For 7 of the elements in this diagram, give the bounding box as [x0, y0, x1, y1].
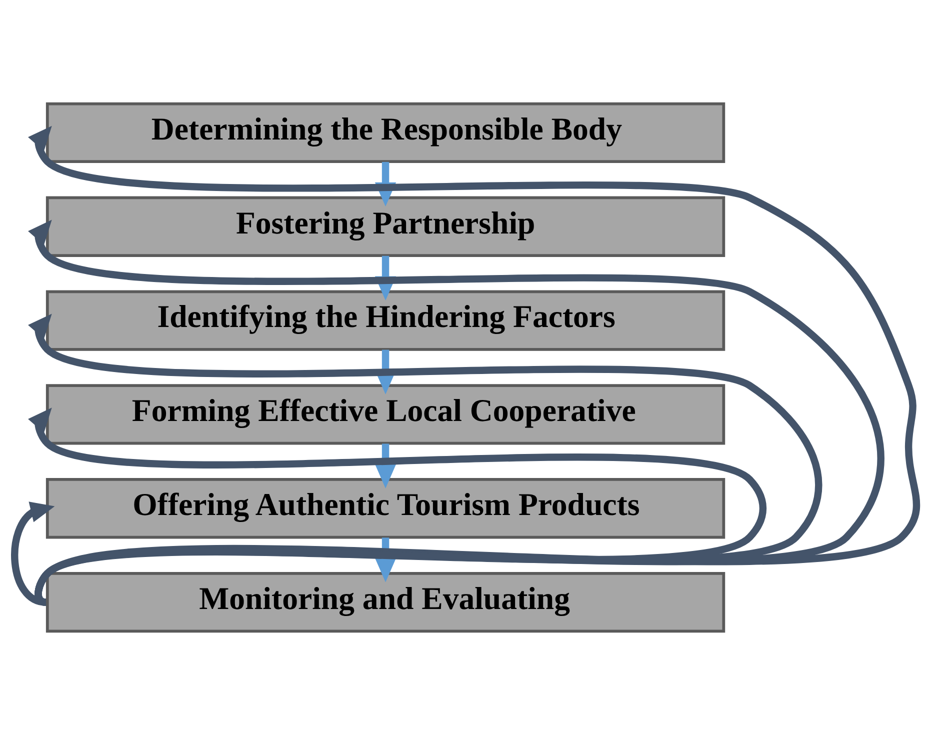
node-box: Offering Authentic Tourism Products — [46, 478, 726, 539]
node-box: Determining the Responsible Body — [46, 102, 726, 164]
node-box: Fostering Partnership — [46, 196, 726, 257]
arrow — [11, 502, 55, 606]
node-box: Monitoring and Evaluating — [46, 572, 726, 633]
node-box: Forming Effective Local Cooperative — [46, 384, 726, 445]
node-box: Identifying the Hindering Factors — [46, 290, 726, 351]
